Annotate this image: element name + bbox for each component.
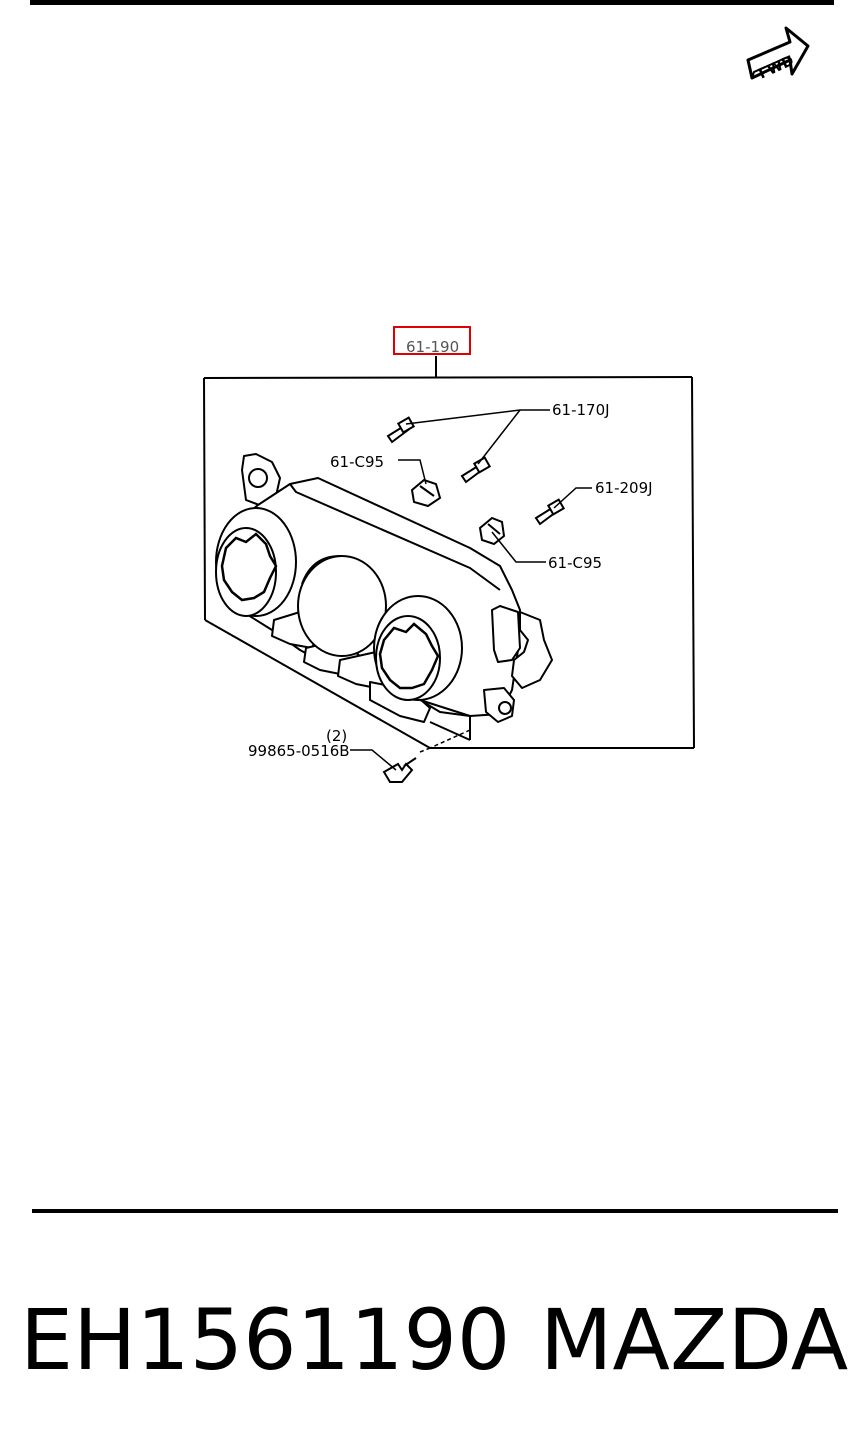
callout-bulb-left[interactable]: 61-C95 xyxy=(330,453,384,471)
part-number: EH1561190 xyxy=(20,1291,511,1389)
assembly-frame xyxy=(203,376,695,749)
callout-mount-screw[interactable]: 99865-0516B xyxy=(248,742,350,760)
center-dial xyxy=(297,555,387,657)
callout-screw-a[interactable]: 61-170J xyxy=(552,401,610,419)
brand-name: MAZDA xyxy=(540,1291,849,1389)
right-knob xyxy=(373,595,463,701)
leader-lines xyxy=(350,409,592,771)
screw-61-170J-b xyxy=(460,456,492,484)
screw-61-170J-a xyxy=(386,416,416,444)
mount-screw-99865-0516B xyxy=(382,757,417,783)
callout-mount-screw-qty: (2) xyxy=(326,727,347,745)
bottom-rule xyxy=(32,1209,838,1213)
fwd-arrow-icon: FWD xyxy=(746,26,810,82)
main-callout-highlight xyxy=(393,326,471,355)
callout-main-assembly[interactable]: 61-190 xyxy=(406,338,459,356)
top-rule xyxy=(30,0,834,5)
callout-screw-b[interactable]: 61-209J xyxy=(595,479,653,497)
callout-bulb-right[interactable]: 61-C95 xyxy=(548,554,602,572)
bulb-61-C95-left xyxy=(410,478,442,508)
left-knob xyxy=(215,507,297,617)
bulb-61-C95-right xyxy=(478,516,506,546)
